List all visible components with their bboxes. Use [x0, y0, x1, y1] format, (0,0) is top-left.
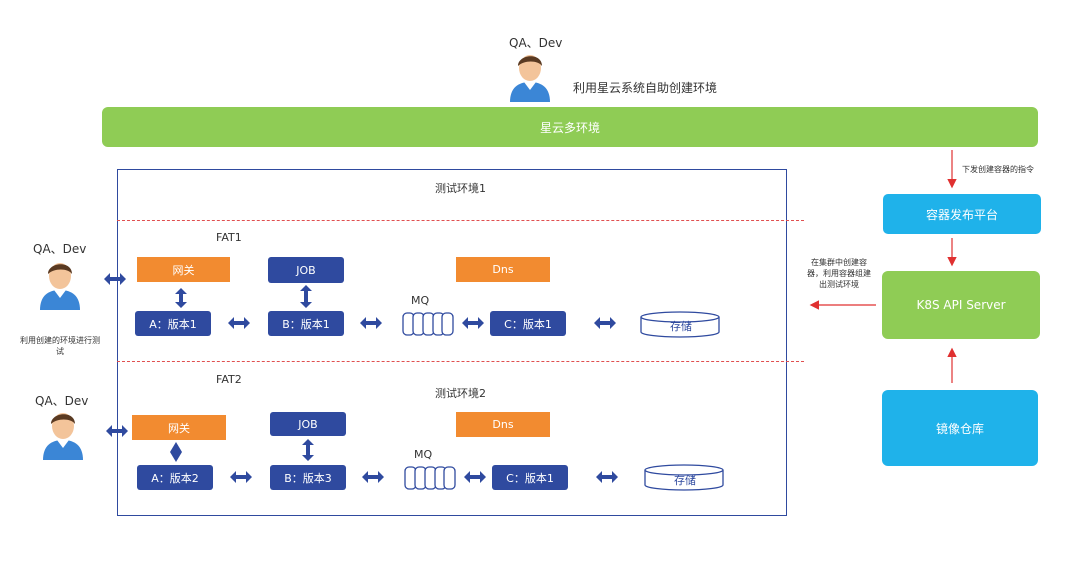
top-user-label: QA、Dev: [509, 36, 563, 50]
env2-storage-cylinder-icon[interactable]: [644, 464, 724, 491]
env2-user-avatar-icon: [41, 408, 85, 460]
image-registry-box[interactable]: 镜像仓库: [882, 390, 1038, 466]
env1-title: 测试环境1: [435, 182, 486, 195]
env2-mq-c-arrow: [464, 471, 486, 483]
env1-mq-c-arrow: [462, 317, 484, 329]
env2-a-b-arrow: [230, 471, 252, 483]
top-caption: 利用星云系统自助创建环境: [573, 81, 718, 95]
env1-side-caption: 利用创建的环境进行测试: [20, 336, 100, 356]
env2-user-label: QA、Dev: [35, 394, 89, 408]
env2-gateway-box[interactable]: 网关: [132, 415, 226, 440]
env1-service-a-box[interactable]: A：版本1: [135, 311, 211, 336]
env2-service-a-box[interactable]: A：版本2: [137, 465, 213, 490]
env1-user-avatar-icon: [38, 258, 82, 310]
blue-double-arrows: [104, 273, 618, 483]
env2-b-mq-arrow: [362, 471, 384, 483]
env2-title: 测试环境2: [435, 387, 486, 400]
env1-a-b-arrow: [228, 317, 250, 329]
env2-fat-label: FAT2: [216, 373, 242, 386]
env2-user-gateway-arrow: [106, 425, 128, 437]
env2-service-b-box[interactable]: B：版本3: [270, 465, 346, 490]
env1-storage-cylinder-icon[interactable]: [640, 311, 720, 338]
env2-c-storage-arrow: [596, 471, 618, 483]
right-note-top: 下发创建容器的指令: [962, 165, 1034, 174]
env2-mq-queue-icon[interactable]: [404, 465, 456, 491]
env1-b-mq-arrow: [360, 317, 382, 329]
env1-fat-label: FAT1: [216, 231, 242, 244]
env2-storage-label: 存储: [674, 474, 696, 487]
k8s-api-server-box[interactable]: K8S API Server: [882, 271, 1040, 339]
env1-service-c-box[interactable]: C：版本1: [490, 311, 566, 336]
test-environment-frame: [117, 169, 787, 516]
env1-storage-label: 存储: [670, 320, 692, 333]
top-user-avatar-icon: [508, 50, 552, 102]
env1-user-label: QA、Dev: [33, 242, 87, 256]
container-platform-box[interactable]: 容器发布平台: [883, 194, 1041, 234]
env1-mq-label: MQ: [411, 294, 430, 307]
env1-user-gateway-arrow: [104, 273, 126, 285]
env1-divider-top: [117, 220, 804, 221]
env1-gateway-a-arrow: [175, 288, 187, 308]
xingyun-banner[interactable]: 星云多环境: [102, 107, 1038, 147]
env1-gateway-box[interactable]: 网关: [137, 257, 230, 282]
env1-c-storage-arrow: [594, 317, 616, 329]
env2-mq-label: MQ: [414, 448, 433, 461]
env1-dns-box[interactable]: Dns: [456, 257, 550, 282]
env2-dns-box[interactable]: Dns: [456, 412, 550, 437]
env1-job-box[interactable]: JOB: [268, 257, 344, 283]
env1-mq-queue-icon[interactable]: [402, 311, 454, 337]
env1-service-b-box[interactable]: B：版本1: [268, 311, 344, 336]
env2-gateway-a-arrow: [170, 442, 182, 462]
right-note-left: 在集群中创建容器，利用容器组建出测试环境: [807, 258, 871, 289]
env1-job-b-arrow: [300, 285, 312, 308]
env2-service-c-box[interactable]: C：版本1: [492, 465, 568, 490]
env-divider-middle: [117, 361, 804, 362]
env2-job-box[interactable]: JOB: [270, 412, 346, 436]
env2-job-b-arrow: [302, 439, 314, 461]
